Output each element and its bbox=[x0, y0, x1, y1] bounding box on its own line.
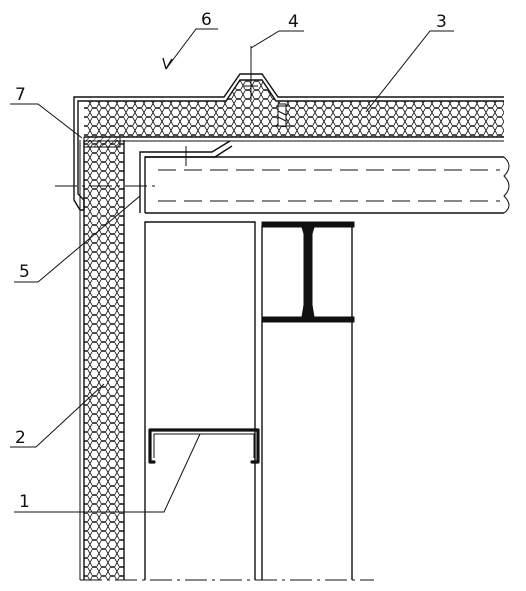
label-1: 1 bbox=[19, 492, 30, 512]
corner-flashing bbox=[73, 96, 85, 211]
purlin bbox=[145, 156, 510, 214]
label-5: 5 bbox=[19, 262, 30, 282]
fastener-screw bbox=[244, 46, 290, 127]
leader-5: 5 bbox=[14, 195, 141, 283]
leader-6: 6 bbox=[162, 10, 218, 70]
leader-3: 3 bbox=[365, 12, 454, 113]
roof-panel-core bbox=[84, 80, 504, 137]
label-3: 3 bbox=[436, 12, 447, 32]
wall-panel-core bbox=[84, 140, 124, 580]
label-2: 2 bbox=[15, 428, 26, 448]
steel-i-beam bbox=[261, 221, 355, 580]
label-6: 6 bbox=[201, 10, 212, 30]
column-c-channel bbox=[144, 221, 260, 580]
label-4: 4 bbox=[288, 12, 299, 32]
inner-angle-trim bbox=[139, 140, 233, 213]
roof-panel bbox=[80, 73, 504, 142]
wall-panel bbox=[79, 140, 125, 580]
leader-7: 7 bbox=[10, 85, 83, 139]
label-7: 7 bbox=[15, 85, 26, 105]
corner-seal-hatch bbox=[83, 136, 121, 148]
leader-2: 2 bbox=[10, 383, 105, 448]
leader-4: 4 bbox=[250, 12, 304, 49]
leader-1: 1 bbox=[14, 433, 201, 513]
